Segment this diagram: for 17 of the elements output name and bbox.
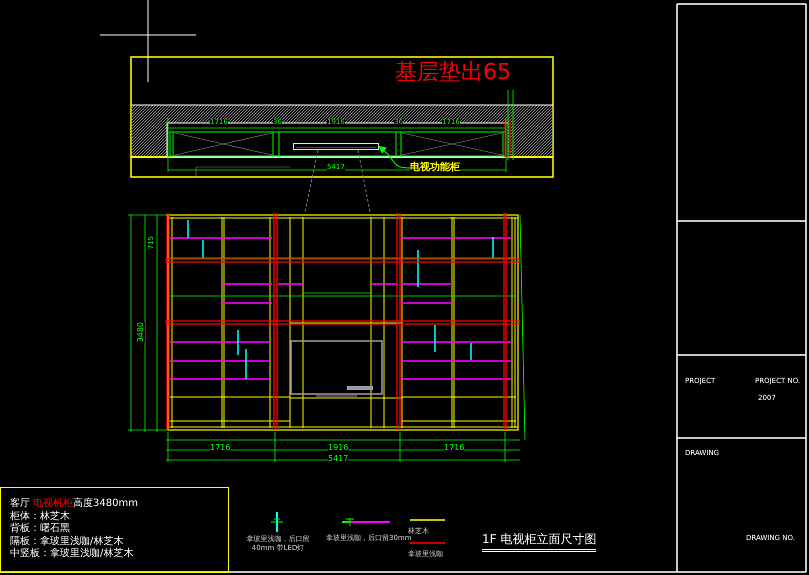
drawing-title: 1F 电视柜立面尺寸图 <box>482 533 596 552</box>
dimension-text: 1716 <box>444 444 464 452</box>
note-text: 中竖板：拿玻里浅咖/林芝木 <box>10 549 134 559</box>
note-text: 隔板：拿玻里浅咖/林芝木 <box>10 537 124 547</box>
note-text: 电视机柜 <box>33 499 73 509</box>
note-text: 柜体：林芝木 <box>10 512 70 522</box>
note-text: 客厅 <box>10 499 30 509</box>
note-text: 背板：曙石黑 <box>10 524 70 534</box>
dimension-text: 5417 <box>328 455 348 463</box>
note-text: 高度3480mm <box>73 499 138 509</box>
dimension-text: 3480 <box>137 322 145 342</box>
tv-console-plan <box>293 143 379 150</box>
dimension-text: 1716 <box>210 444 230 452</box>
dimension-text: 1916 <box>328 444 348 452</box>
note-text: 基层垫出65 <box>395 62 511 84</box>
leader-text: 电视功能柜 <box>410 163 460 173</box>
leader-line <box>378 146 410 168</box>
